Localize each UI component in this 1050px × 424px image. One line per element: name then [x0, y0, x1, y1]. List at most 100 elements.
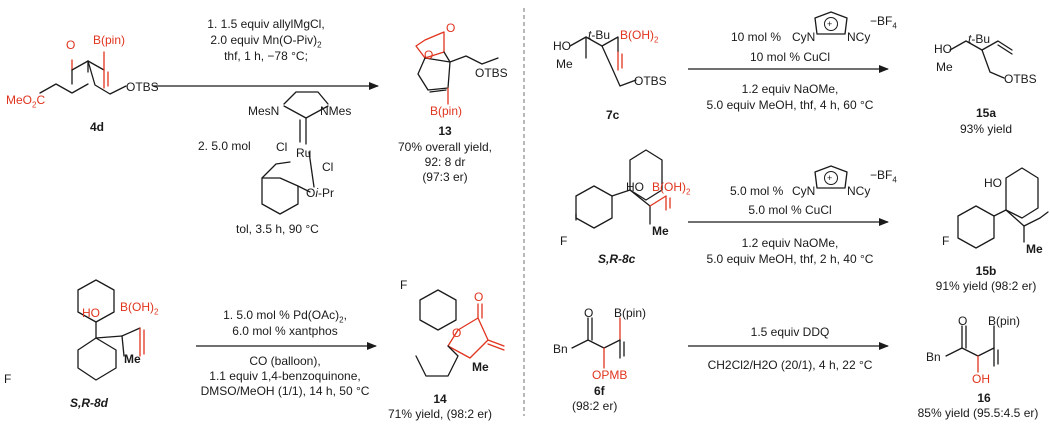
structure-7c — [569, 36, 637, 87]
f-14: F — [400, 278, 408, 292]
otbs-4d: OTBS — [126, 80, 159, 94]
r3-cyn: CyN — [792, 30, 816, 44]
compound-label-6f: 6f — [594, 384, 605, 398]
ho-8d: HO — [82, 306, 100, 320]
compound-label-4d: 4d — [90, 120, 105, 134]
r4-loading: 5.0 mol % — [730, 184, 784, 198]
r3-cond-1: 1.2 equiv NaOMe, — [741, 82, 839, 96]
r1-conditions-bottom: tol, 3.5 h, 90 °C — [236, 222, 319, 236]
f-8c: F — [560, 234, 568, 248]
r3-plus: + — [827, 19, 833, 29]
structure-13 — [415, 31, 499, 105]
nhc-ring-r4 — [814, 165, 848, 189]
structure-4d — [39, 51, 127, 95]
compound-label-8c: S,R-8c — [598, 252, 636, 266]
otbs-13: OTBS — [475, 66, 508, 80]
r1-reagent-2: 2.0 equiv Mn(O-Piv)2 — [210, 33, 322, 50]
structure-15a — [949, 40, 1013, 79]
me-8c: Me — [652, 224, 669, 238]
r1-result-2: 92: 8 dr — [424, 155, 466, 169]
r4-plus: + — [827, 173, 833, 183]
oh-16: OH — [972, 372, 990, 386]
r3-result: 93% yield — [959, 122, 1013, 136]
r3-cond-2: 5.0 equiv MeOH, thf, 4 h, 60 °C — [706, 98, 874, 112]
meo2c-4d: MeO2C — [6, 93, 46, 110]
compound-label-13: 13 — [438, 124, 452, 138]
r5-conditions: CH2Cl2/H2O (20/1), 4 h, 22 °C — [707, 358, 873, 372]
tbu-7c: t-Bu — [588, 28, 611, 42]
cat-ru: Ru — [296, 146, 312, 160]
compound-label-16: 16 — [977, 391, 991, 405]
compound-label-14: 14 — [433, 392, 447, 406]
me-14: Me — [472, 360, 489, 374]
r3-loading: 10 mol % — [731, 30, 782, 44]
r1-result-3: (97:3 er) — [422, 170, 468, 184]
r5-result: 85% yield (95.5:4.5 er) — [917, 406, 1039, 420]
r1-reagent-3: thf, 1 h, −78 °C; — [224, 49, 308, 63]
me-8d: Me — [124, 352, 141, 366]
plus-circle-r4 — [824, 171, 838, 185]
r3-cucl: 10 mol % CuCl — [749, 50, 831, 64]
structure-16 — [945, 325, 999, 373]
opmb-6f: OPMB — [592, 368, 628, 382]
structure-6f — [571, 317, 625, 369]
r2-cond-1: CO (balloon), — [249, 354, 321, 368]
compound-label-15a: 15a — [975, 106, 997, 120]
structure-15b — [957, 167, 1049, 249]
r2-cond-2: 1.1 equiv 1,4-benzoquinone, — [209, 369, 361, 383]
r4-bf4: −BF4 — [870, 168, 897, 185]
compound-label-15b: 15b — [975, 264, 997, 278]
f-8d: F — [4, 372, 12, 386]
otbs-7c: OTBS — [634, 74, 667, 88]
bpin-4d: B(pin) — [93, 33, 126, 47]
otbs-15a: OTBS — [1004, 72, 1037, 86]
structure-8c — [575, 149, 671, 229]
bn-6f: Bn — [553, 342, 568, 356]
r4-result: 91% yield (98:2 er) — [935, 279, 1037, 293]
r2-result: 71% yield, (98:2 er) — [387, 407, 493, 421]
boh2-7c: B(OH)2 — [620, 28, 659, 45]
compound-label-8d: S,R-8d — [70, 396, 109, 410]
plus-circle-r3 — [824, 17, 838, 31]
bn-16: Bn — [926, 350, 941, 364]
ho-7c: HO — [553, 39, 571, 53]
cat-cl-top: Cl — [276, 140, 288, 154]
cat-cl-right: Cl — [322, 160, 334, 174]
structure-hoveyda-grubbs — [261, 91, 329, 215]
boh2-8d: B(OH)2 — [120, 300, 159, 317]
bpin-16: B(pin) — [988, 314, 1021, 328]
atom-o-ring-13: O — [424, 48, 434, 62]
atom-o-16: O — [958, 314, 968, 328]
structure-8d — [77, 279, 145, 381]
r4-cucl: 5.0 mol % CuCl — [748, 203, 832, 217]
r1-step2: 2. 5.0 mol — [198, 139, 251, 153]
r3-bf4: −BF4 — [870, 14, 897, 31]
r2-reagent-1: 1. 5.0 mol % Pd(OAc)2, — [223, 308, 347, 325]
atom-o-carbonyl-14: O — [474, 290, 484, 304]
structure-14 — [415, 289, 505, 377]
bpin-13: B(pin) — [430, 104, 463, 118]
ho-8c: HO — [626, 180, 644, 194]
tbu-15a: t-Bu — [968, 32, 991, 46]
r4-cond-2: 5.0 equiv MeOH, thf, 2 h, 40 °C — [706, 252, 874, 266]
cat-mesn: MesN — [248, 104, 280, 118]
me-15b: Me — [1026, 242, 1043, 256]
cat-oipr: Oi-Pr — [306, 186, 335, 200]
r5-reagent: 1.5 equiv DDQ — [750, 325, 830, 339]
f-15b: F — [942, 234, 950, 248]
atom-o-6f: O — [584, 306, 594, 320]
ho-15b: HO — [984, 176, 1002, 190]
nhc-ring-r3 — [814, 11, 848, 35]
atom-o-ring-14: O — [452, 326, 462, 340]
ho-15a: HO — [934, 42, 952, 56]
me-15a: Me — [936, 60, 953, 74]
atom-o-4d: O — [66, 38, 76, 52]
r3-ncy: NCy — [847, 30, 871, 44]
r1-result-1: 70% overall yield, — [397, 140, 493, 154]
r4-ncy: NCy — [847, 184, 871, 198]
compound-label-7c: 7c — [606, 108, 620, 122]
compound-er-6f: (98:2 er) — [572, 399, 618, 413]
cat-nmes: NMes — [320, 104, 352, 118]
r4-cond-1: 1.2 equiv NaOMe, — [741, 236, 839, 250]
